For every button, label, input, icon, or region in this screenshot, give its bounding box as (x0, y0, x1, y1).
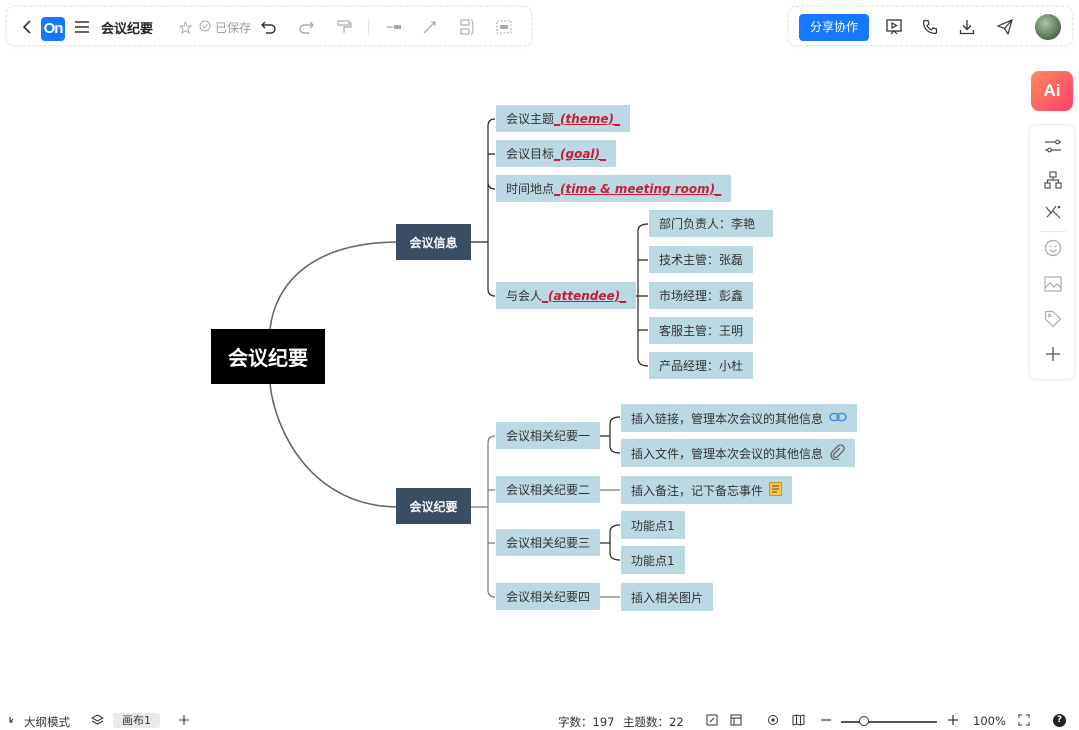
add-icon[interactable] (1043, 344, 1063, 364)
download-icon[interactable] (958, 18, 976, 36)
panel-divider (1040, 231, 1066, 232)
topic-node[interactable]: 会议主题_(theme)_ (496, 105, 631, 132)
relation-line-icon[interactable] (421, 18, 439, 36)
attendee-node[interactable]: 客服主管：王明 (649, 317, 754, 344)
minutes-node[interactable]: 会议相关纪要四 (496, 583, 601, 610)
emoji-icon[interactable] (1043, 238, 1063, 258)
grid-icon[interactable] (730, 714, 742, 726)
structure-icon[interactable] (1043, 170, 1063, 190)
zoom-level[interactable]: 100% (973, 714, 1006, 728)
image-icon[interactable] (1043, 274, 1063, 294)
saved-label: 已保存 (215, 21, 252, 35)
layout-icon[interactable] (1043, 202, 1063, 222)
topic-label: 会议目标 (506, 147, 555, 161)
check-circle-icon (199, 20, 211, 35)
topic-count: 主题数：22 (623, 714, 684, 730)
topic-label: 会议主题 (506, 112, 555, 126)
zoom-slider-handle[interactable] (859, 716, 869, 726)
style-icon[interactable] (1043, 136, 1063, 156)
attendee-node[interactable]: 部门负责人：李艳 (649, 210, 773, 237)
topic-node[interactable]: 时间地点_(time & meeting room)_ (496, 175, 732, 202)
attendee-node[interactable]: 产品经理：小杜 (649, 352, 754, 379)
image-node[interactable]: 插入相关图片 (621, 583, 714, 611)
fullscreen-icon[interactable] (1018, 714, 1030, 726)
feature-node[interactable]: 功能点1 (621, 511, 685, 539)
topic-node[interactable]: 与会人_(attendee)_ (496, 282, 637, 309)
menu-icon[interactable] (73, 18, 91, 36)
word-count-value: 197 (592, 715, 615, 729)
top-right-toolbar: 分享协作 (788, 6, 1073, 46)
note-node-label: 插入备注，记下备忘事件 (631, 483, 764, 498)
zoom-in-icon[interactable] (947, 714, 959, 726)
feature-node[interactable]: 功能点1 (621, 546, 685, 574)
map-icon[interactable] (792, 714, 805, 726)
note-node[interactable]: 插入备注，记下备忘事件 (621, 476, 793, 504)
status-bar: 大纲模式 画布1 字数：197 主题数：22 100% ? (0, 710, 1079, 730)
back-icon[interactable] (19, 18, 35, 36)
undo-icon[interactable] (260, 18, 278, 36)
link-icon[interactable] (829, 411, 847, 426)
link-node-label: 插入链接，管理本次会议的其他信息 (631, 411, 824, 426)
help-icon[interactable]: ? (1053, 714, 1066, 727)
root-node[interactable]: 会议纪要 (211, 329, 325, 384)
minutes-node[interactable]: 会议相关纪要二 (496, 476, 601, 503)
topic-highlight: _(time & meeting room)_ (554, 181, 722, 196)
topic-node[interactable]: 会议目标_(goal)_ (496, 140, 617, 167)
right-side-panel (1029, 124, 1075, 380)
page-tab[interactable]: 画布1 (113, 713, 160, 728)
save-status: 已保存 (199, 19, 251, 36)
attendee-node[interactable]: 技术主管：张磊 (649, 246, 754, 273)
note-icon[interactable] (769, 481, 782, 499)
present-icon[interactable] (885, 18, 903, 36)
file-node[interactable]: 插入文件，管理本次会议的其他信息 (621, 439, 856, 467)
zoom-out-icon[interactable] (820, 714, 832, 726)
fit-icon[interactable] (706, 714, 718, 726)
outline-mode-label: 大纲模式 (24, 715, 70, 729)
document-title[interactable]: 会议纪要 (101, 22, 154, 37)
top-toolbar: On 会议纪要 已保存 (6, 6, 532, 46)
redo-icon[interactable] (297, 18, 315, 36)
layers-icon[interactable] (91, 714, 104, 727)
topic-label: 与会人 (506, 289, 543, 303)
locate-icon[interactable] (767, 714, 779, 726)
insert-node-icon[interactable] (385, 18, 403, 36)
share-button[interactable]: 分享协作 (799, 14, 869, 41)
ai-button[interactable]: Ai (1031, 71, 1073, 111)
tag-icon[interactable] (1043, 309, 1063, 329)
add-page-icon[interactable] (178, 714, 190, 726)
phone-icon[interactable] (921, 18, 939, 36)
star-icon[interactable] (178, 19, 192, 35)
zoom-slider-track[interactable] (841, 721, 937, 723)
boundary-icon[interactable] (495, 18, 513, 36)
file-node-label: 插入文件，管理本次会议的其他信息 (631, 446, 824, 461)
link-node[interactable]: 插入链接，管理本次会议的其他信息 (621, 404, 858, 432)
topic-label: 时间地点 (506, 182, 555, 196)
outline-mode-toggle[interactable]: 大纲模式 (9, 714, 70, 730)
format-painter-icon[interactable] (335, 18, 353, 36)
user-avatar[interactable] (1035, 14, 1061, 40)
word-count-label: 字数： (558, 715, 593, 729)
attachment-icon[interactable] (829, 443, 845, 463)
topic-count-value: 22 (669, 715, 684, 729)
minutes-node[interactable]: 会议相关纪要三 (496, 529, 601, 556)
word-count: 字数：197 (558, 714, 614, 730)
app-logo[interactable]: On (41, 17, 65, 41)
branch-meeting-minutes[interactable]: 会议纪要 (396, 488, 471, 524)
outline-icon (9, 715, 21, 729)
topic-highlight: _(attendee)_ (542, 288, 627, 303)
toolbar-divider (368, 19, 369, 35)
topic-highlight: _(theme)_ (554, 111, 621, 126)
summary-icon[interactable] (458, 18, 476, 36)
topic-count-label: 主题数： (623, 715, 669, 729)
branch-meeting-info[interactable]: 会议信息 (396, 224, 471, 260)
attendee-node[interactable]: 市场经理：彭鑫 (649, 282, 754, 309)
minutes-node[interactable]: 会议相关纪要一 (496, 422, 601, 449)
topic-highlight: _(goal)_ (554, 146, 607, 161)
send-icon[interactable] (996, 18, 1014, 36)
